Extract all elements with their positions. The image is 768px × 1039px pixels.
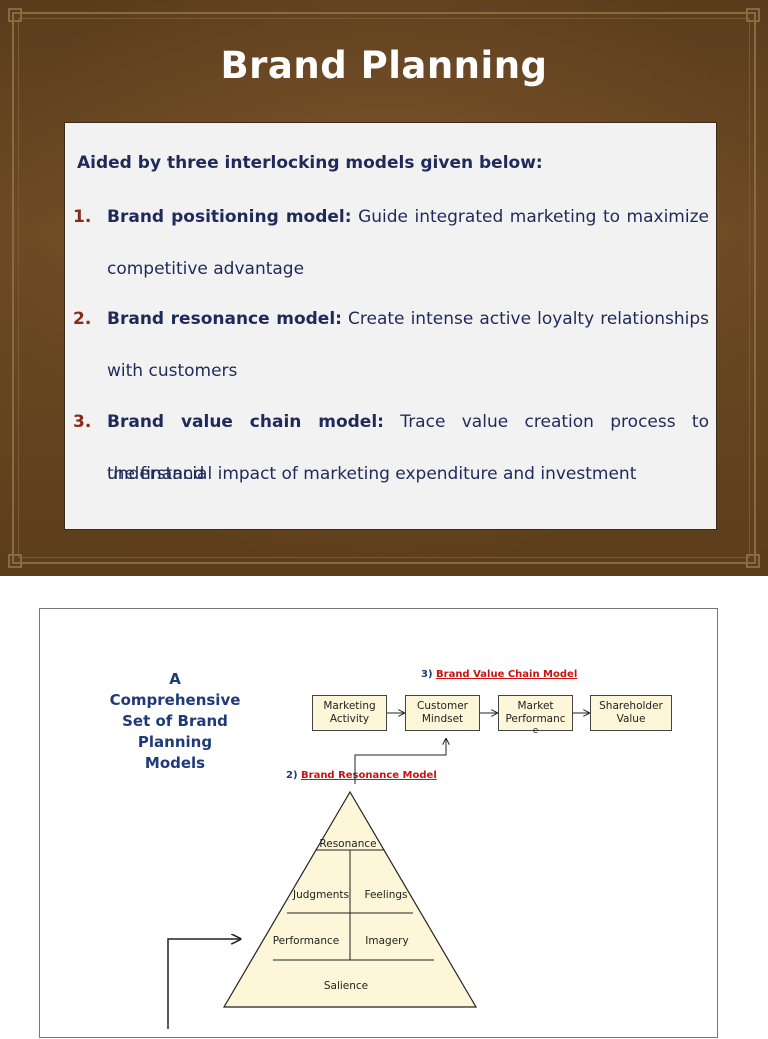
- level-judgments: Judgments: [292, 889, 349, 901]
- item-desc: Create intense active loyalty relationsh…: [341, 309, 709, 329]
- level-feelings: Feelings: [364, 889, 407, 901]
- level-salience: Salience: [324, 980, 368, 992]
- corner-ornament: [746, 8, 760, 22]
- level-imagery: Imagery: [365, 935, 408, 947]
- figure-heading-line: Models: [144, 754, 206, 772]
- resonance-prefix: 2): [286, 770, 298, 781]
- item-desc: Guide integrated marketing to maximize: [351, 207, 709, 227]
- vc-box-line: Mindset: [421, 713, 464, 725]
- level-performance: Performance: [273, 935, 340, 947]
- diagram-canvas: Resonance Judgments Feelings Performance…: [167, 609, 719, 1029]
- vc-box-market: Market Performanc e: [498, 695, 573, 736]
- vc-box-line: Activity: [329, 713, 370, 725]
- value-chain-prefix: 3): [421, 669, 433, 680]
- slide-border: [12, 12, 756, 564]
- vc-box-shareholder: Shareholder Value: [590, 695, 672, 731]
- level-resonance: Resonance: [319, 838, 376, 850]
- item-number: 1.: [73, 207, 92, 227]
- figure-heading-line: Planning: [137, 733, 213, 751]
- vc-box-line: e: [532, 726, 539, 736]
- intro-text: Aided by three interlocking models given…: [77, 153, 543, 173]
- item-desc: Trace value creation process to understa…: [107, 412, 709, 484]
- resonance-pyramid: [222, 790, 478, 1008]
- item-bold: Brand value chain model:: [107, 412, 384, 432]
- vc-box-line: Customer: [416, 700, 468, 712]
- figure-heading-line: Set of Brand: [122, 712, 228, 730]
- slide-title: Brand Planning: [220, 44, 548, 87]
- resonance-to-chain-connector: [354, 739, 446, 784]
- item-bold: Brand positioning model:: [107, 207, 352, 227]
- item-bold: Brand resonance model:: [107, 309, 342, 329]
- corner-ornament: [746, 554, 760, 568]
- item-text: Brand positioning model: Guide integrate…: [107, 191, 709, 243]
- resonance-label: 2) Brand Resonance Model: [286, 770, 437, 781]
- item-continuation: competitive advantage: [107, 259, 305, 279]
- content-box: Aided by three interlocking models given…: [64, 122, 717, 530]
- vc-box-marketing: Marketing Activity: [312, 695, 387, 731]
- value-chain-link[interactable]: Brand Value Chain Model: [436, 669, 578, 680]
- item-continuation: with customers: [107, 361, 238, 381]
- vc-box-line: Market: [517, 700, 554, 712]
- slide-inner-border: [18, 18, 750, 558]
- item-text: Brand resonance model: Create intense ac…: [107, 293, 709, 345]
- corner-ornament: [8, 554, 22, 568]
- item-continuation: the financial impact of marketing expend…: [107, 464, 637, 484]
- vc-box-customer: Customer Mindset: [405, 695, 480, 731]
- value-chain-label: 3) Brand Value Chain Model: [421, 669, 577, 680]
- item-number: 2.: [73, 309, 92, 329]
- vc-box-line: Shareholder: [599, 700, 663, 712]
- slide: Brand Planning Aided by three interlocki…: [0, 0, 768, 576]
- corner-ornament: [8, 8, 22, 22]
- vc-box-line: Value: [616, 713, 646, 725]
- resonance-link[interactable]: Brand Resonance Model: [301, 770, 437, 781]
- vc-box-line: Marketing: [323, 700, 376, 712]
- figure-panel: A Comprehensive Set of Brand Planning Mo…: [39, 608, 718, 1038]
- performance-arrow: [167, 939, 240, 1029]
- item-text: Brand value chain model: Trace value cre…: [107, 396, 709, 500]
- figure-heading-line: A: [169, 670, 181, 688]
- figure-heading-line: Comprehensive: [109, 691, 241, 709]
- item-number: 3.: [73, 412, 92, 432]
- vc-box-line: Performanc: [505, 713, 566, 725]
- figure-heading: A Comprehensive Set of Brand Planning Mo…: [100, 669, 250, 774]
